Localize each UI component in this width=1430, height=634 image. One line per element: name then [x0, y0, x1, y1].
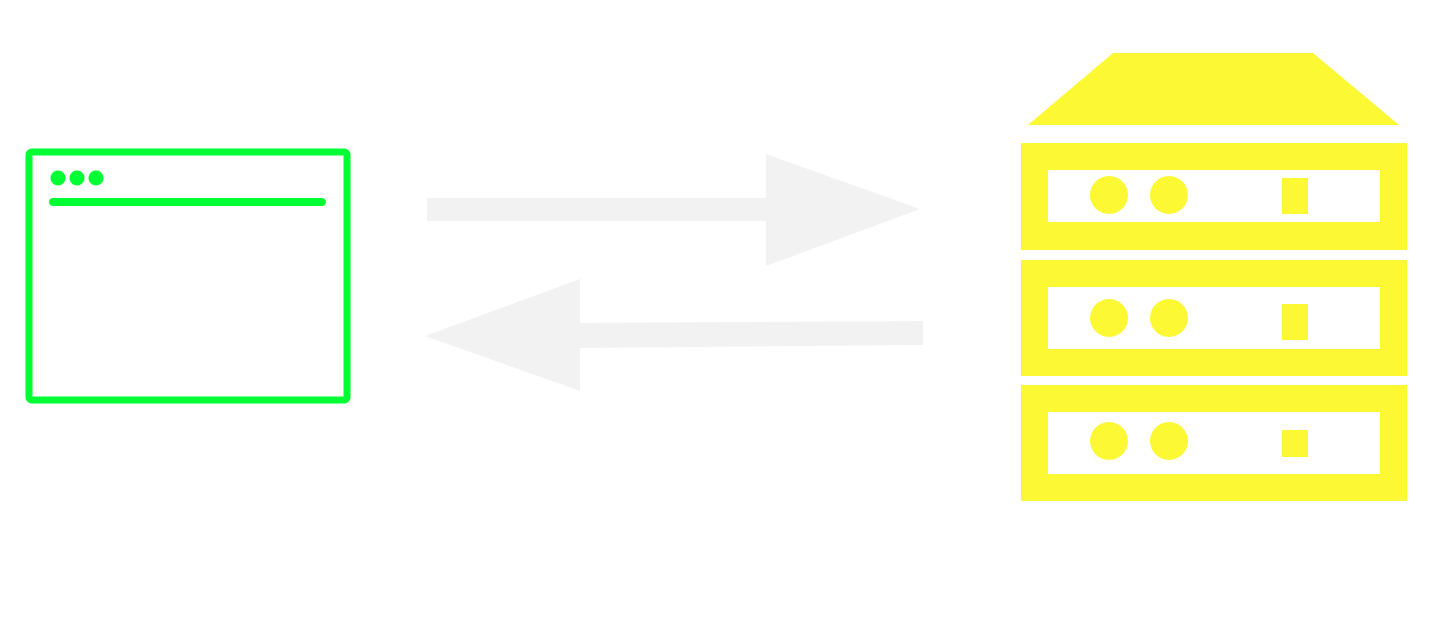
arrow-left-icon	[425, 279, 923, 391]
server-led-icon	[1150, 299, 1188, 337]
browser-dot-3	[88, 170, 104, 186]
arrow-right-head	[766, 154, 920, 266]
browser-dot-1	[50, 170, 66, 186]
server-slot-icon	[1282, 178, 1308, 214]
server-unit	[1021, 385, 1407, 501]
server-unit	[1021, 260, 1407, 376]
arrow-left-shaft	[575, 321, 923, 348]
server-slot-icon	[1282, 430, 1308, 457]
server-led-icon	[1150, 176, 1188, 214]
arrow-right-icon	[427, 154, 920, 266]
browser-dot-2	[69, 170, 85, 186]
arrow-left-head	[425, 279, 580, 391]
arrow-right-shaft	[427, 198, 772, 221]
server-led-icon	[1150, 422, 1188, 460]
server-rack-icon	[1021, 53, 1407, 501]
server-led-icon	[1090, 176, 1128, 214]
server-led-icon	[1090, 422, 1128, 460]
server-unit	[1021, 143, 1407, 250]
browser-window-icon	[25, 148, 351, 404]
browser-frame	[25, 148, 351, 404]
server-roof	[1028, 53, 1399, 125]
server-led-icon	[1090, 299, 1128, 337]
server-slot-icon	[1282, 304, 1308, 340]
